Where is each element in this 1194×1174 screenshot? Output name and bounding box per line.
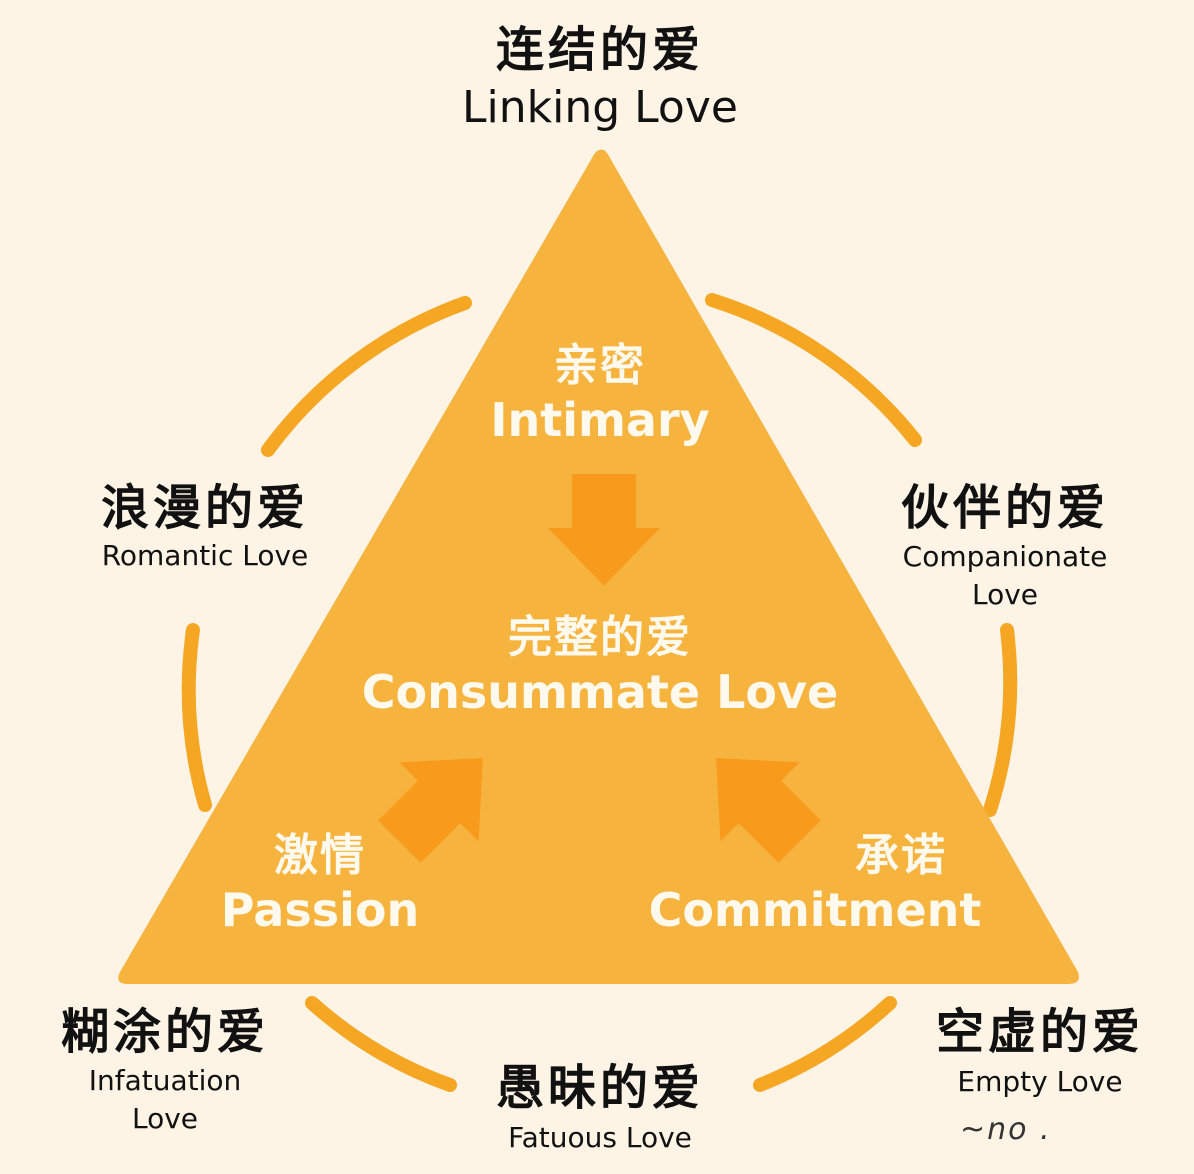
ring-arc-right: [983, 623, 1018, 817]
fatuous-love-cn: 愚昧的爱: [495, 1060, 704, 1116]
ring-arc-lower-right: [753, 996, 897, 1092]
ring-arc-lower-left: [305, 996, 457, 1092]
empty-love-en: Empty Love: [957, 1065, 1123, 1098]
linking-love-en: Linking Love: [462, 82, 738, 133]
infatuation-love-label: 糊涂的爱 Infatuation Love: [20, 1002, 310, 1138]
romantic-love-label: 浪漫的爱 Romantic Love: [40, 478, 370, 574]
arrow-up-left-icon: [716, 758, 821, 863]
passion-label: 激情 Passion: [190, 830, 450, 938]
companionate-love-cn: 伙伴的爱: [900, 480, 1109, 536]
infatuation-love-en-line1: Infatuation: [88, 1064, 242, 1097]
arrow-down-icon: [548, 474, 660, 586]
linking-love-cn: 连结的爱: [495, 22, 704, 78]
fatuous-love-en: Fatuous Love: [508, 1121, 692, 1154]
fatuous-love-label: 愚昧的爱 Fatuous Love: [430, 1058, 770, 1158]
intimacy-label: 亲密 Intimary: [430, 340, 770, 448]
intimacy-en: Intimary: [490, 393, 710, 447]
consummate-love-en: Consummate Love: [361, 665, 839, 719]
infatuation-love-cn: 糊涂的爱: [60, 1004, 269, 1060]
consummate-love-label: 完整的爱 Consummate Love: [300, 612, 900, 720]
signature-mark: ~no .: [960, 1112, 1052, 1147]
companionate-love-label: 伙伴的爱 Companionate Love: [860, 478, 1150, 614]
arrow-up-right-icon: [378, 758, 483, 863]
companionate-love-en-line2: Love: [971, 578, 1039, 611]
passion-cn: 激情: [274, 830, 366, 881]
ring-arc-upper-right: [705, 293, 922, 447]
commitment-cn: 承诺: [855, 830, 947, 881]
empty-love-cn: 空虚的爱: [935, 1004, 1144, 1060]
commitment-en: Commitment: [648, 883, 982, 937]
intimacy-cn: 亲密: [554, 340, 646, 391]
ring-arc-left: [181, 623, 212, 812]
commitment-label: 承诺 Commitment: [615, 830, 1015, 938]
linking-love-label: 连结的爱 Linking Love: [400, 20, 800, 136]
infatuation-love-en-line2: Love: [131, 1102, 199, 1135]
empty-love-label: 空虚的爱 Empty Love: [900, 1002, 1180, 1102]
companionate-love-en-line1: Companionate: [902, 540, 1108, 573]
ring-arc-upper-left: [261, 296, 472, 457]
consummate-love-cn: 完整的爱: [508, 612, 692, 663]
romantic-love-cn: 浪漫的爱: [100, 480, 309, 536]
passion-en: Passion: [220, 883, 420, 937]
romantic-love-en: Romantic Love: [101, 539, 309, 572]
